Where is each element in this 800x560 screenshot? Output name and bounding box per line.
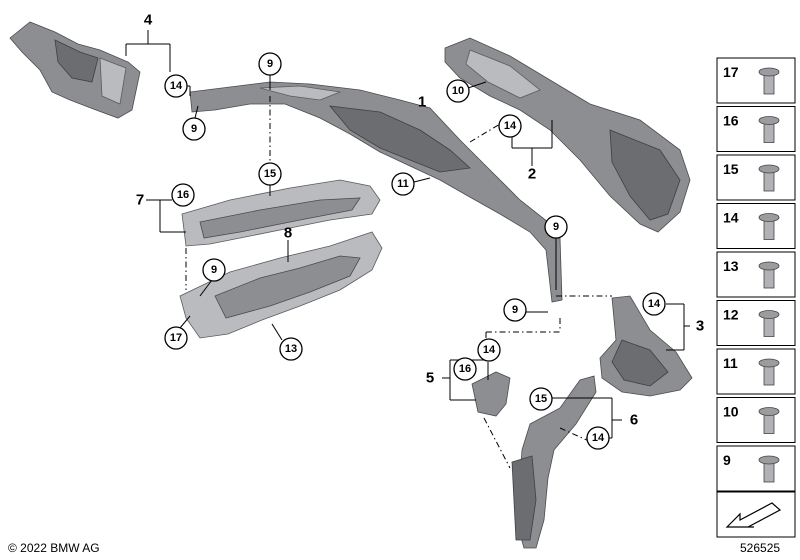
callouts: 14 9 9 10 14 11 15 16 9 9 9 14 17 13 14 … xyxy=(164,52,666,450)
svg-text:15: 15 xyxy=(264,168,276,180)
svg-text:9: 9 xyxy=(211,264,217,276)
callout-11: 11 xyxy=(391,172,415,196)
label-4: 4 xyxy=(144,12,153,29)
fastener-icon xyxy=(758,261,780,289)
callout-13: 13 xyxy=(279,337,303,361)
legend-item-14: 14 xyxy=(716,203,796,249)
direction-arrow-icon xyxy=(725,502,782,528)
callout-15-mid: 15 xyxy=(258,162,282,186)
label-1: 1 xyxy=(418,94,426,111)
legend-number: 17 xyxy=(723,64,739,80)
svg-text:14: 14 xyxy=(648,298,661,310)
part-2-duct xyxy=(444,37,691,233)
label-6: 6 xyxy=(630,412,638,429)
label-7: 7 xyxy=(136,192,144,209)
part-1-main-duct xyxy=(189,81,563,303)
svg-text:16: 16 xyxy=(177,189,189,201)
callout-14-upper: 14 xyxy=(498,114,522,138)
legend-item-13: 13 xyxy=(716,251,796,298)
fastener-icon xyxy=(758,455,780,483)
svg-text:14: 14 xyxy=(592,432,605,444)
callout-15-lower: 15 xyxy=(529,387,553,411)
fastener-icon xyxy=(758,213,780,240)
direction-arrow-box xyxy=(716,491,796,538)
svg-text:14: 14 xyxy=(170,80,183,92)
legend-number: 9 xyxy=(723,452,731,468)
fastener-legend: 17 16 15 14 13 12 11 10 9 xyxy=(716,57,796,492)
legend-item-17: 17 xyxy=(716,57,796,104)
legend-item-9: 9 xyxy=(716,445,796,492)
legend-number: 11 xyxy=(723,355,738,371)
legend-item-12: 12 xyxy=(716,300,796,346)
callout-9-left: 9 xyxy=(182,117,206,141)
svg-text:10: 10 xyxy=(452,85,464,97)
fastener-icon xyxy=(758,164,780,192)
legend-item-10: 10 xyxy=(716,397,796,443)
label-8: 8 xyxy=(284,225,292,242)
part-7-bracket xyxy=(181,179,381,247)
fastener-icon xyxy=(758,67,780,95)
fastener-icon xyxy=(758,407,780,434)
leader-lines xyxy=(125,30,690,439)
copyright-text: © 2022 BMW AG xyxy=(8,541,100,555)
fastener-icon xyxy=(758,310,780,337)
callout-14-right: 14 xyxy=(642,292,666,316)
label-3: 3 xyxy=(696,318,704,335)
svg-text:13: 13 xyxy=(285,343,297,355)
part-8-bracket xyxy=(179,231,383,339)
part-5-bracket xyxy=(471,371,511,417)
svg-text:15: 15 xyxy=(535,393,547,405)
callout-9-right: 9 xyxy=(544,215,568,239)
legend-number: 16 xyxy=(723,113,739,129)
callout-9-lower-left: 9 xyxy=(202,258,226,282)
callout-17: 17 xyxy=(164,326,188,350)
label-5: 5 xyxy=(426,370,434,387)
legend-number: 14 xyxy=(723,210,739,226)
legend-number: 12 xyxy=(723,307,739,323)
callout-10: 10 xyxy=(446,79,470,103)
legend-item-16: 16 xyxy=(716,106,796,152)
part-6-strut xyxy=(511,375,597,549)
part-3-bracket xyxy=(599,295,693,397)
diagram-id: 526525 xyxy=(740,541,780,555)
svg-text:9: 9 xyxy=(267,58,273,70)
part-4-bracket xyxy=(9,21,141,119)
legend-number: 13 xyxy=(723,258,739,274)
svg-text:14: 14 xyxy=(483,344,496,356)
legend-number: 10 xyxy=(723,404,739,420)
svg-text:17: 17 xyxy=(170,332,182,344)
callout-9-top: 9 xyxy=(258,52,282,76)
legend-item-15: 15 xyxy=(716,154,796,201)
callout-16-mid: 16 xyxy=(171,183,195,207)
svg-text:9: 9 xyxy=(553,221,559,233)
svg-text:9: 9 xyxy=(512,304,518,316)
part-labels: 4 1 2 7 8 3 5 6 xyxy=(136,12,704,429)
legend-number: 15 xyxy=(723,161,739,177)
svg-text:9: 9 xyxy=(191,123,197,135)
callout-14-lower-mid: 14 xyxy=(477,338,501,362)
callout-14-lower-right: 14 xyxy=(586,426,610,450)
fastener-icon xyxy=(758,116,780,143)
svg-text:16: 16 xyxy=(459,363,471,375)
callout-16-lower: 16 xyxy=(453,357,477,381)
callout-9-lower-right: 9 xyxy=(503,298,527,322)
legend-item-11: 11 xyxy=(716,348,796,395)
svg-text:14: 14 xyxy=(504,120,517,132)
fastener-icon xyxy=(758,358,780,386)
label-2: 2 xyxy=(528,166,536,183)
callout-14-top-left: 14 xyxy=(164,74,188,98)
svg-text:11: 11 xyxy=(397,178,409,190)
